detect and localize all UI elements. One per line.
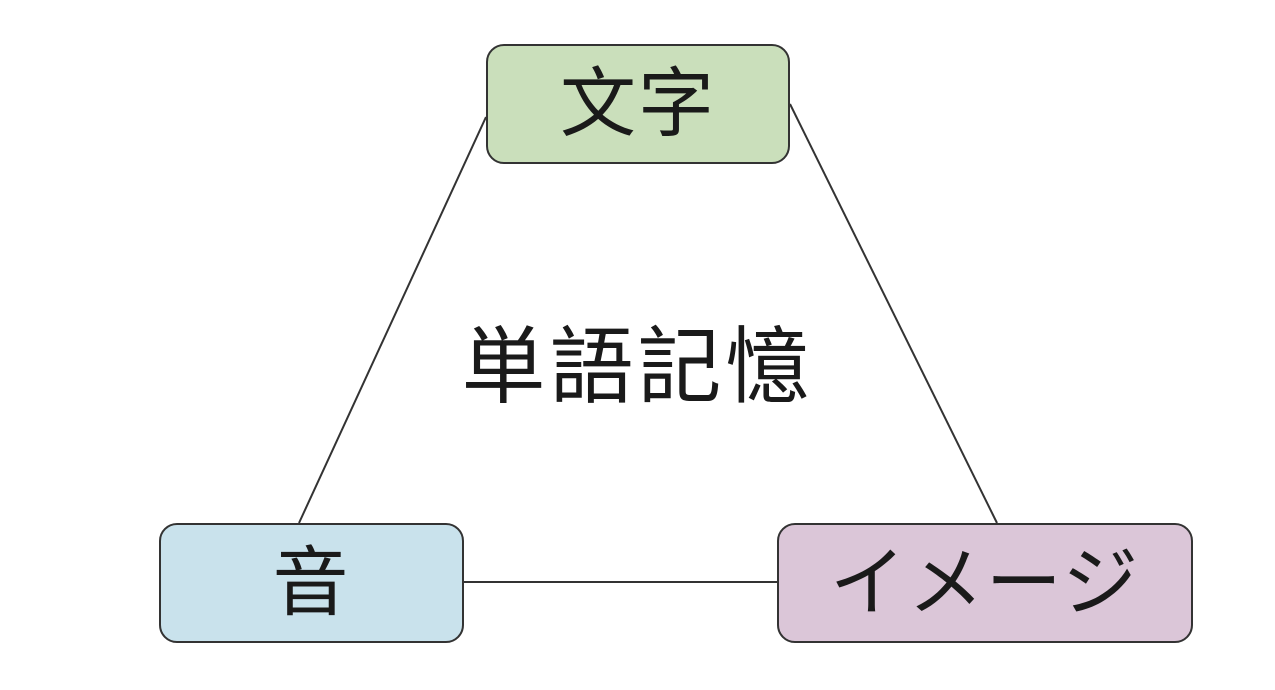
- node-characters: 文字: [486, 44, 790, 164]
- node-image: イメージ: [777, 523, 1193, 643]
- edge-top-right: [789, 103, 998, 524]
- edge-top-left: [298, 116, 487, 524]
- node-sound: 音: [159, 523, 464, 643]
- center-label: 単語記憶: [461, 317, 814, 416]
